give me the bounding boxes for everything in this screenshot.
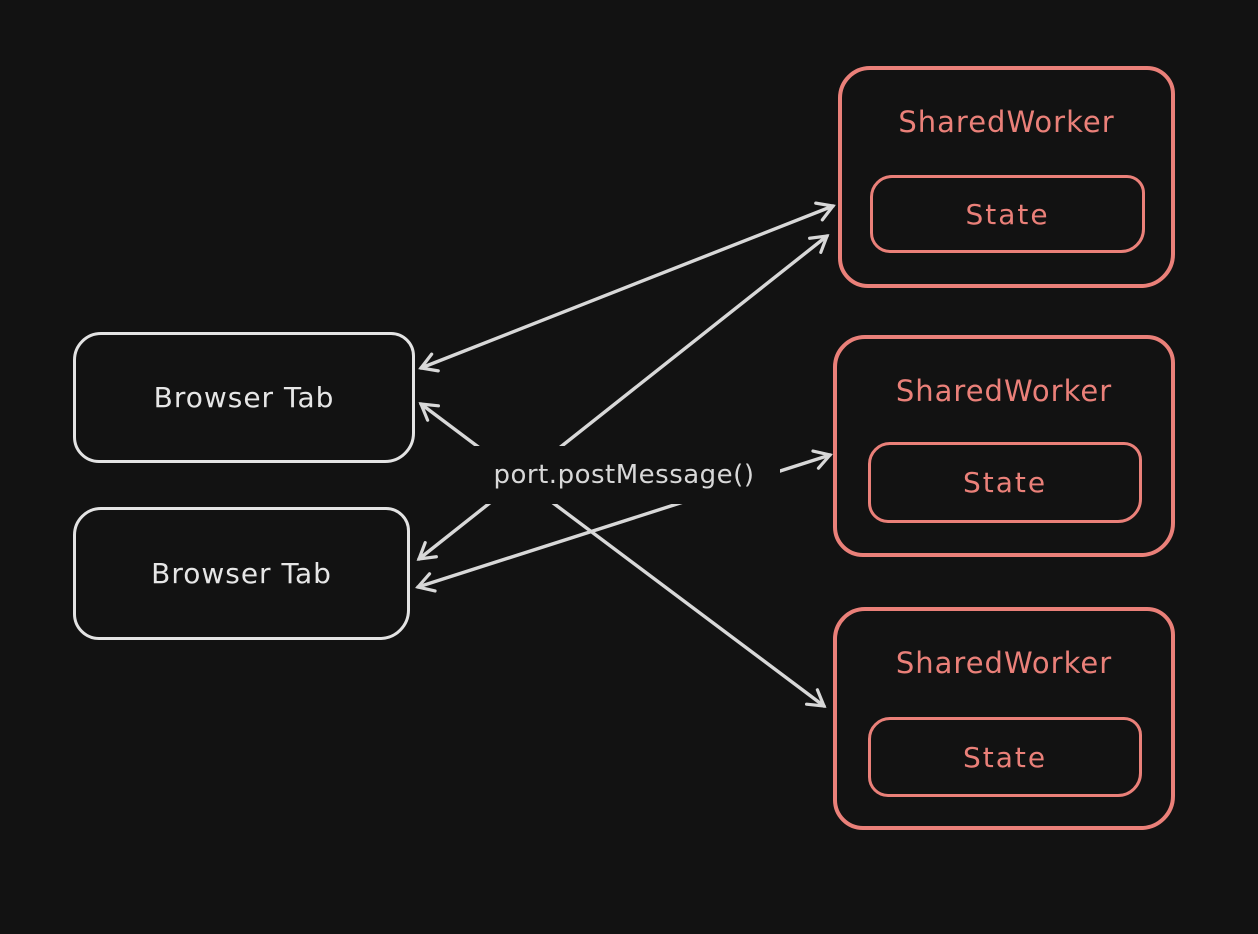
post-message-label: port.postMessage() [468,446,780,504]
shared-worker-1-box: SharedWorker State [838,66,1175,288]
shared-worker-2-title: SharedWorker [895,374,1113,408]
state-box-3: State [868,717,1142,797]
shared-worker-3-title: SharedWorker [895,646,1113,680]
state-box-1: State [870,175,1145,253]
state-label-1: State [965,197,1050,231]
state-box-2: State [868,442,1142,523]
browser-tab-2-box: Browser Tab [73,507,410,640]
shared-worker-1-title: SharedWorker [898,105,1115,139]
arrow-browser-tab-2-shared-worker-1 [416,234,830,561]
browser-tab-1-box: Browser Tab [73,332,415,463]
shared-worker-3-box: SharedWorker State [833,607,1175,830]
shared-worker-2-box: SharedWorker State [833,335,1175,557]
state-label-2: State [962,466,1048,499]
browser-tab-1-label: Browser Tab [153,381,335,414]
state-label-3: State [962,740,1048,774]
browser-tab-2-label: Browser Tab [151,557,332,590]
arrow-browser-tab-1-shared-worker-1 [418,201,836,373]
